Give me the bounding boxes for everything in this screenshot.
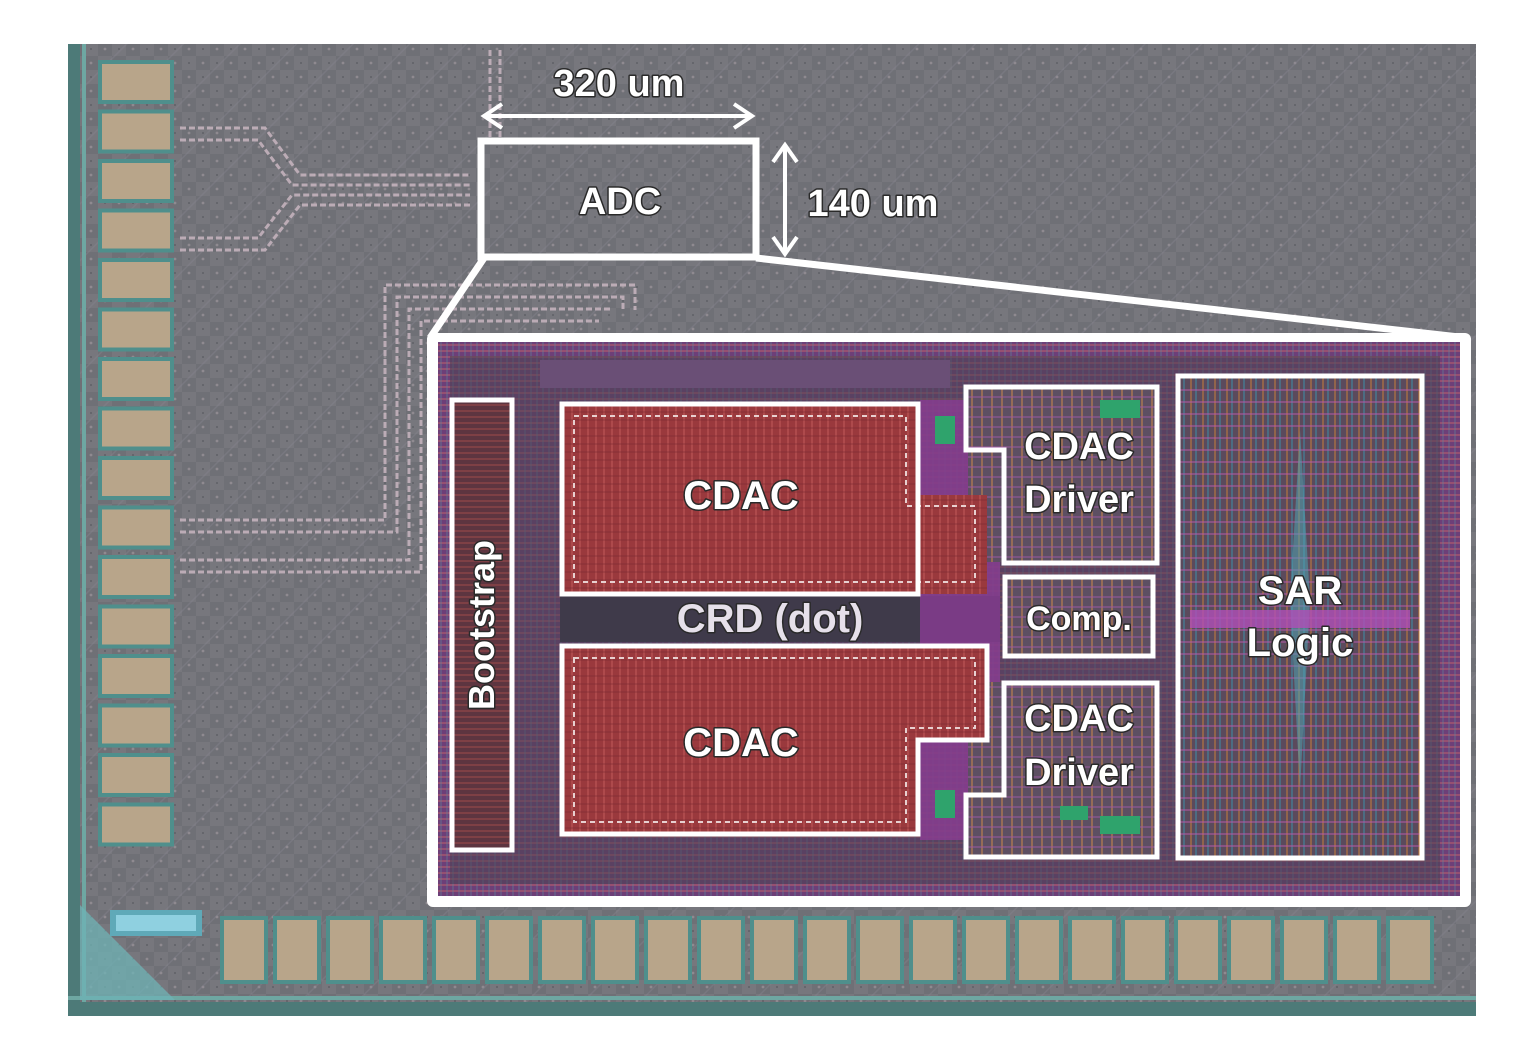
bond-pad: [98, 505, 174, 550]
bond-pad: [962, 916, 1010, 984]
bond-pad: [98, 604, 174, 649]
bond-pad: [98, 555, 174, 599]
crd-label: CRD (dot): [677, 597, 864, 641]
bond-pad: [591, 916, 639, 984]
bond-pad: [485, 916, 533, 984]
bond-pad: [432, 916, 480, 984]
bond-pad: [909, 916, 957, 984]
bond-pad: [98, 208, 174, 253]
bond-pad: [379, 916, 427, 984]
bond-pad: [1333, 916, 1381, 984]
bootstrap-label: Bootstrap: [461, 540, 502, 710]
bond-pad: [98, 109, 174, 154]
comparator-block: Comp.: [1002, 574, 1156, 659]
width-dim-label: 320 um: [554, 63, 685, 105]
bond-pad: [220, 916, 268, 984]
bond-pad: [1280, 916, 1328, 984]
bottom-bond-pads: [220, 916, 1434, 984]
bond-pad: [856, 916, 904, 984]
cdac-top-label: CDAC: [683, 474, 799, 518]
bond-pad: [98, 159, 174, 203]
driver-top-line2: Driver: [1024, 479, 1134, 521]
bond-pad: [644, 916, 692, 984]
bond-pad: [1068, 916, 1116, 984]
height-dim-label: 140 um: [808, 183, 939, 225]
routing-traces: [180, 50, 637, 574]
bond-pad: [1227, 916, 1275, 984]
driver-bottom-line2: Driver: [1024, 752, 1134, 794]
bond-pad: [98, 60, 174, 104]
cdac-bottom-block: CDAC: [559, 643, 990, 837]
driver-top-line1: CDAC: [1024, 426, 1134, 468]
bond-pad: [98, 703, 174, 748]
cdac-driver-bottom-block: CDAC Driver: [963, 680, 1160, 860]
bond-pad: [98, 456, 174, 500]
bond-pad: [98, 753, 174, 797]
bond-pad: [803, 916, 851, 984]
bond-pad: [98, 802, 174, 847]
bond-pad: [1121, 916, 1169, 984]
bond-pad: [1386, 916, 1434, 984]
sar-line2: Logic: [1247, 621, 1354, 665]
bond-pad: [1015, 916, 1063, 984]
cdac-top-block: CDAC: [559, 401, 987, 597]
bond-pad: [750, 916, 798, 984]
bond-pad: [538, 916, 586, 984]
width-dimension: 320 um: [480, 62, 756, 130]
sar-line1: SAR: [1258, 569, 1343, 613]
bond-pad: [273, 916, 321, 984]
bond-pad: [98, 406, 174, 451]
driver-bottom-line1: CDAC: [1024, 698, 1134, 740]
bond-pad: [1174, 916, 1222, 984]
cdac-driver-top-block: CDAC Driver: [963, 384, 1160, 566]
sar-logic-block: SAR Logic: [1175, 373, 1425, 861]
height-dimension: 140 um: [771, 141, 940, 258]
bootstrap-block: Bootstrap: [449, 397, 515, 853]
left-bond-pads: [98, 60, 174, 847]
bond-pad: [326, 916, 374, 984]
comp-label: Comp.: [1026, 600, 1132, 638]
bond-pad: [98, 258, 174, 302]
adc-block: ADC: [477, 137, 760, 261]
cdac-bottom-label: CDAC: [683, 721, 799, 765]
bond-pad: [697, 916, 745, 984]
zoom-callout-lines: [427, 254, 1469, 342]
bond-pad: [98, 357, 174, 401]
adc-label: ADC: [579, 181, 661, 223]
bond-pad: [98, 654, 174, 698]
bond-pad: [98, 307, 174, 352]
